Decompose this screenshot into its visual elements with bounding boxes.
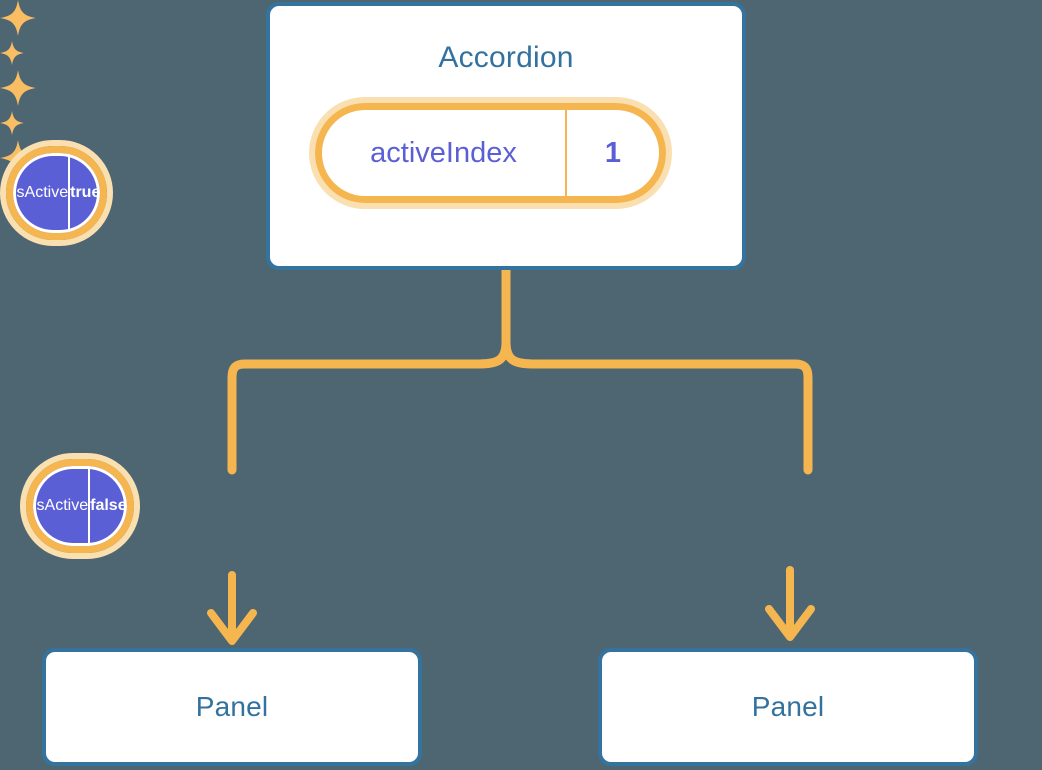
component-title: Accordion	[438, 41, 574, 74]
state-pill-value: 1	[565, 110, 659, 196]
prop-pill-is-active-true[interactable]: isActive true	[0, 140, 114, 246]
sparkle-star-icon	[0, 0, 1042, 41]
sparkle-star-small-icon	[0, 111, 1042, 140]
state-pill-key: activeIndex	[370, 136, 517, 169]
prop-pill-is-active-false[interactable]: isActive false	[20, 453, 140, 559]
prop-pill-value: true	[68, 153, 100, 233]
component-title: Panel	[751, 691, 825, 722]
prop-pill-key: isActive	[13, 184, 69, 201]
component-card-panel-right[interactable]: Panel	[598, 648, 978, 766]
component-title: Panel	[195, 691, 269, 722]
prop-pill-key: isActive	[33, 497, 89, 514]
state-pill-active-index[interactable]: activeIndex 1	[309, 97, 672, 209]
component-card-panel-left[interactable]: Panel	[42, 648, 422, 766]
sparkle-star-icon	[0, 70, 1042, 111]
sparkle-star-small-icon	[0, 41, 1042, 70]
prop-pill-value: false	[88, 466, 127, 546]
